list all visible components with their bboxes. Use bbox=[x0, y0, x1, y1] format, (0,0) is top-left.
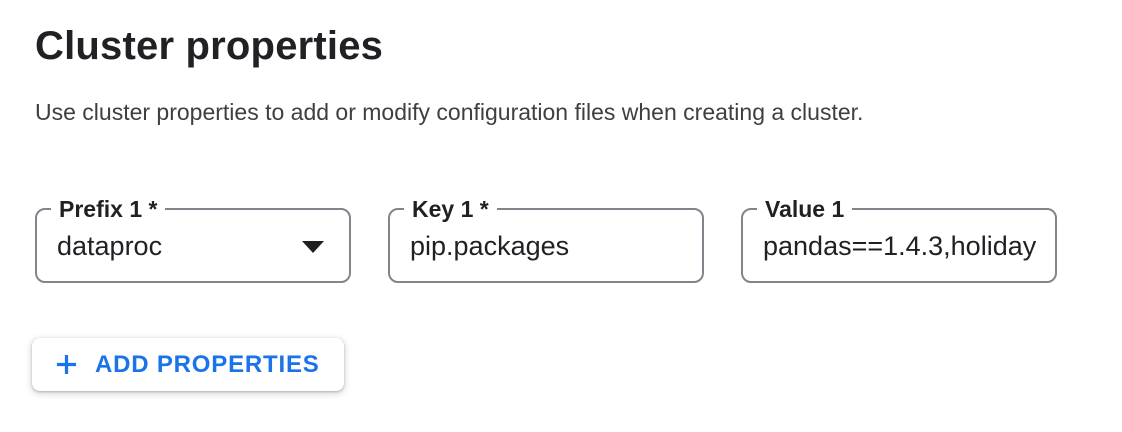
dropdown-arrow-icon bbox=[302, 240, 324, 253]
page-title: Cluster properties bbox=[35, 24, 384, 68]
prefix-select-value: dataproc bbox=[57, 231, 163, 261]
key-field: Key 1 * bbox=[388, 195, 704, 283]
value-field-label: Value 1 bbox=[757, 195, 853, 223]
prefix-select[interactable]: dataproc bbox=[37, 210, 349, 281]
property-row-1: Prefix 1 * dataproc Key 1 * Value 1 bbox=[35, 195, 1087, 283]
value-field: Value 1 bbox=[741, 195, 1057, 283]
add-properties-label: ADD PROPERTIES bbox=[95, 350, 320, 378]
cluster-properties-section: Cluster properties Use cluster propertie… bbox=[32, 24, 1087, 391]
add-properties-button[interactable]: ADD PROPERTIES bbox=[32, 338, 344, 391]
prefix-field: Prefix 1 * dataproc bbox=[35, 195, 351, 283]
key-field-label: Key 1 * bbox=[404, 195, 497, 223]
page-description: Use cluster properties to add or modify … bbox=[35, 99, 864, 125]
plus-icon bbox=[56, 354, 77, 375]
prefix-field-label: Prefix 1 * bbox=[51, 195, 166, 223]
